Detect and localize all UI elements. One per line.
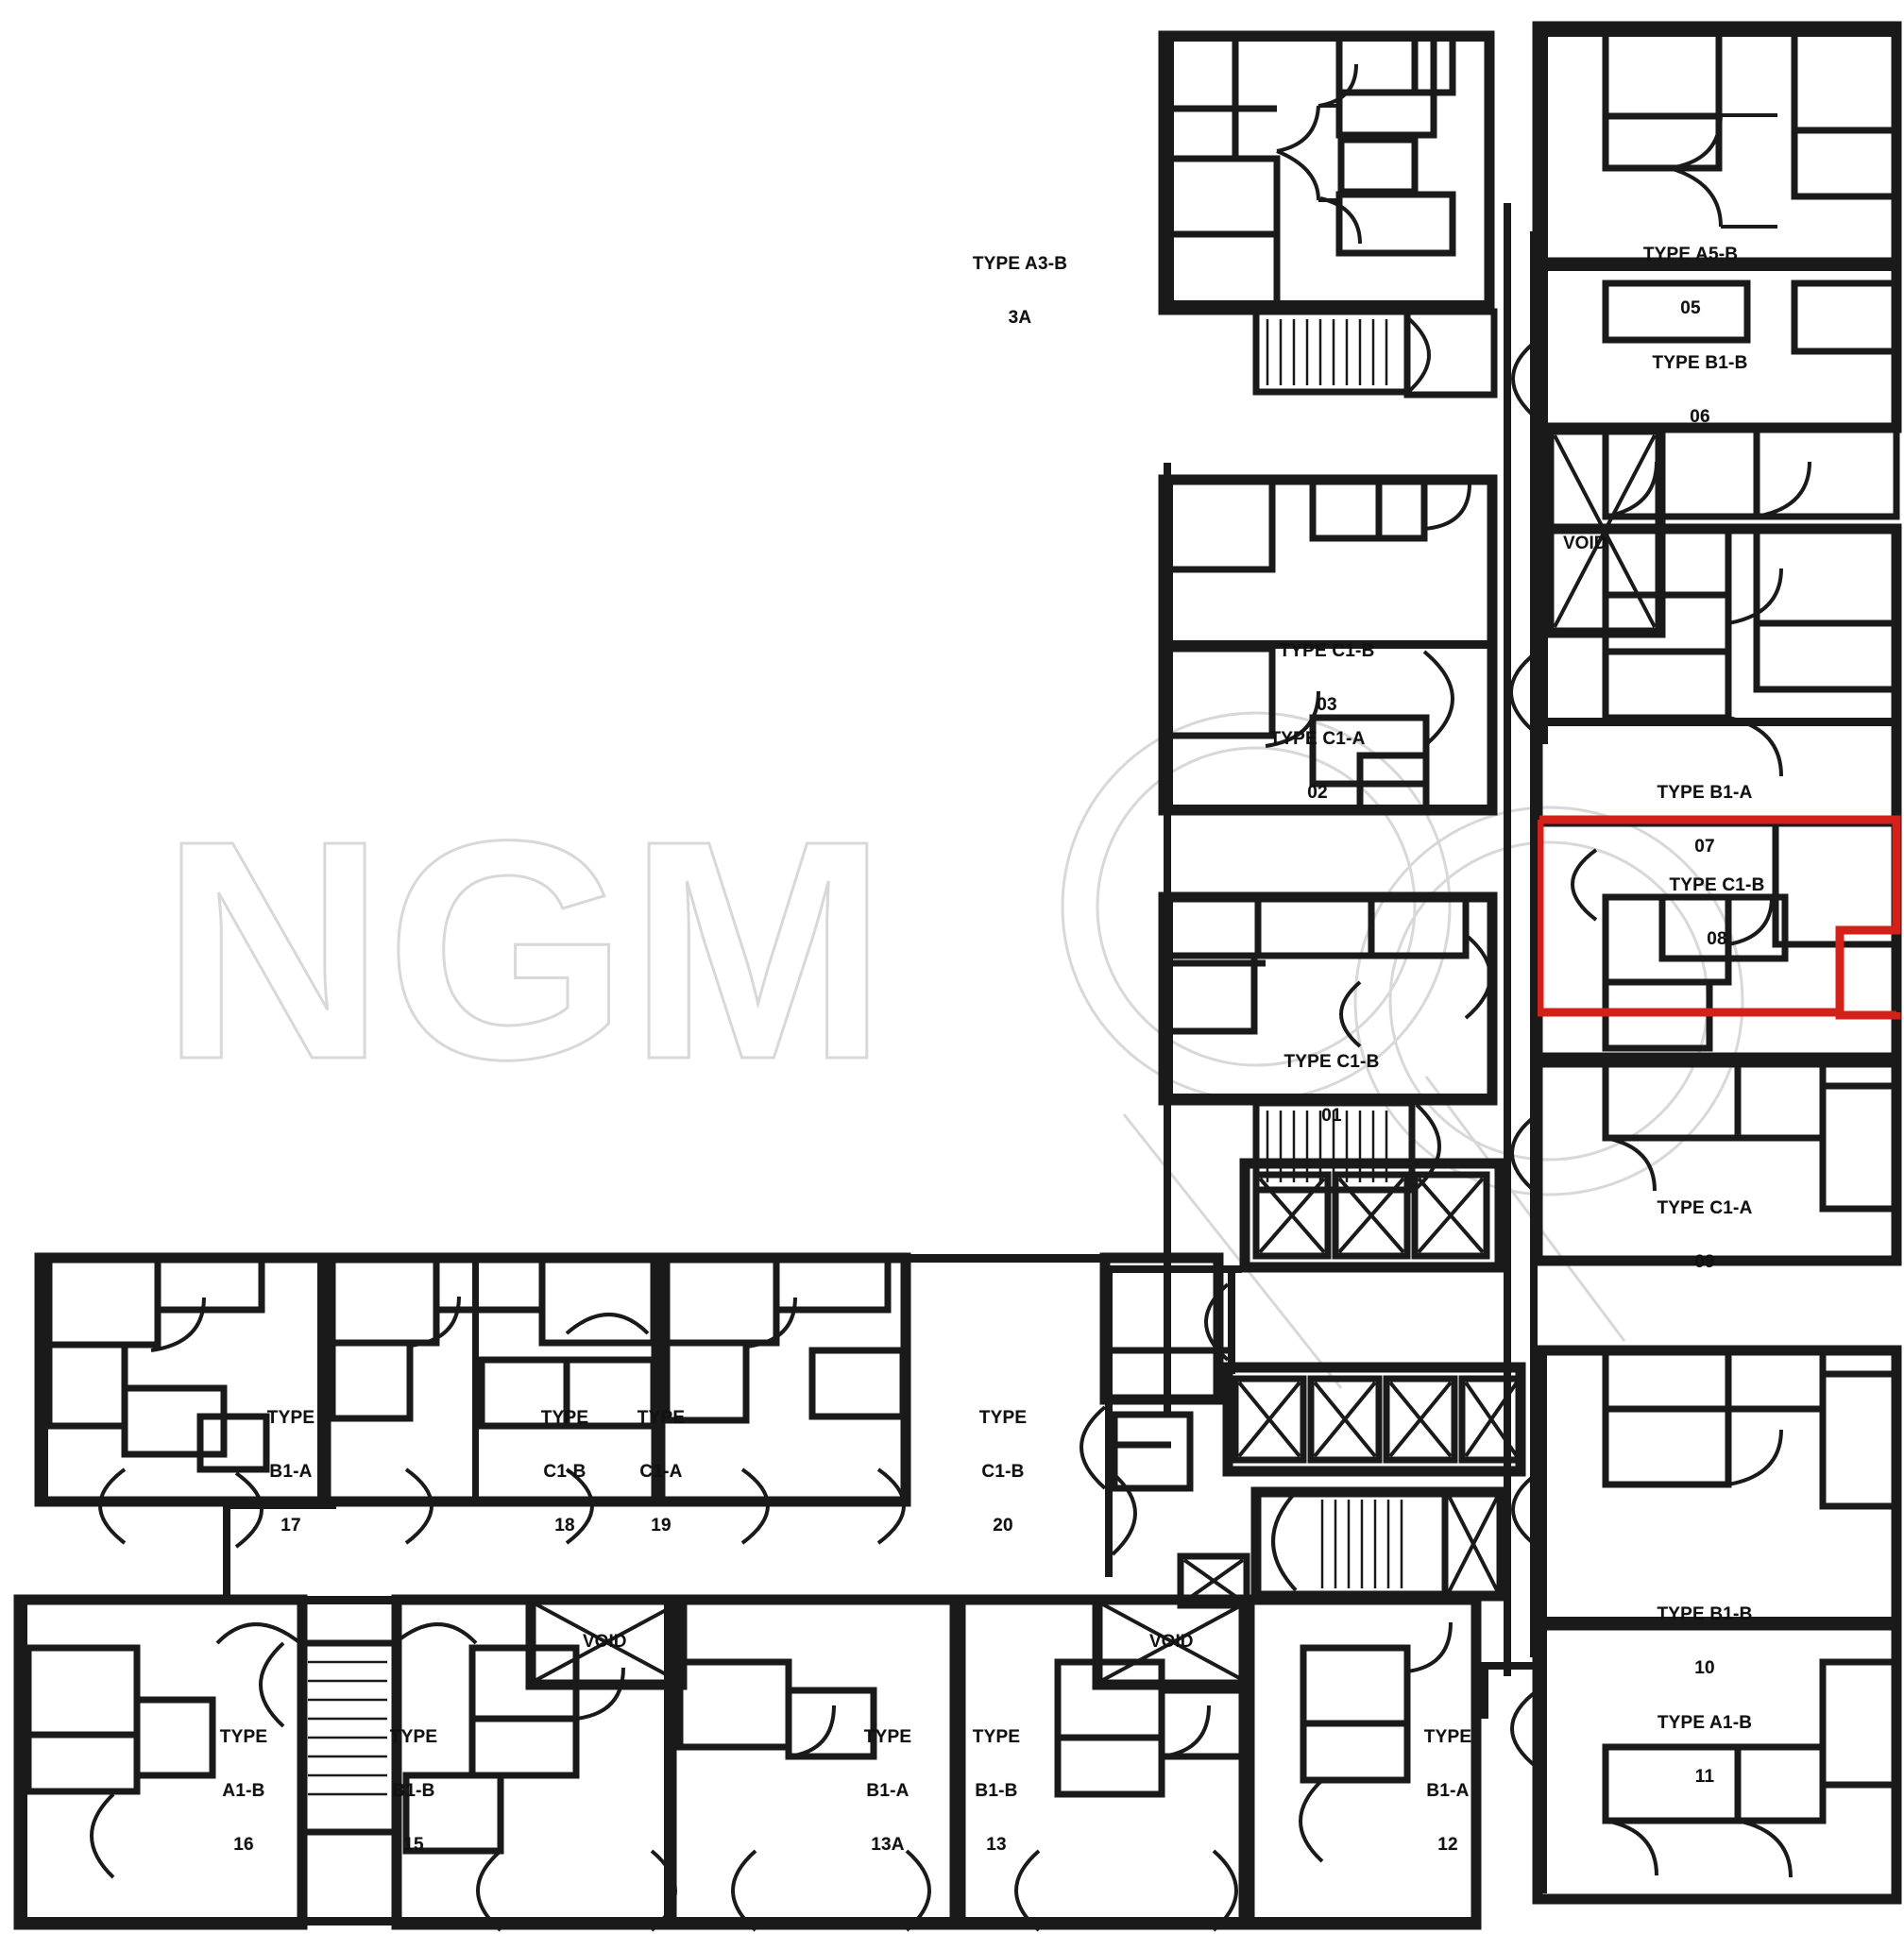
unit-label-15: TYPE B1-B 15 (389, 1726, 438, 1855)
service-core-lower (1177, 1486, 1507, 1609)
unit-label-11: TYPE A1-B 11 (1657, 1712, 1753, 1787)
unit-label-19: TYPE C1-A 19 (637, 1407, 686, 1535)
unit-block-3A (1158, 30, 1498, 399)
connector-left (223, 1501, 336, 1600)
row-bottom (13, 1594, 1482, 1932)
highlight-outline (1535, 815, 1901, 1020)
lift-core-upper (1239, 1158, 1505, 1273)
corridor-spine (1164, 203, 1538, 1676)
unit-label-03: TYPE C1-B 03 (1279, 640, 1375, 715)
unit-label-3A: TYPE A3-B 3A (972, 253, 1068, 328)
row-17-20 (34, 1252, 1224, 1549)
unit-label-01: TYPE C1-B 01 (1284, 1051, 1380, 1126)
unit-label-18: TYPE C1-B 18 (540, 1407, 589, 1535)
unit-block-10-11 (1510, 1345, 1902, 1905)
unit-label-12: TYPE B1-A 12 (1423, 1726, 1472, 1855)
connector-right (1481, 1662, 1539, 1719)
unit-label-08: TYPE C1-B 08 (1669, 874, 1765, 949)
void-label-bottom-left: VOID (583, 1632, 627, 1652)
unit-label-13: TYPE B1-B 13 (972, 1726, 1021, 1855)
unit-label-09: TYPE C1-A 09 (1657, 1197, 1753, 1272)
unit-label-10: TYPE B1-B 10 (1657, 1603, 1753, 1678)
unit-block-05-06 (1511, 21, 1902, 744)
unit-label-13A: TYPE B1-A 13A (863, 1726, 912, 1855)
lift-core-lower (1222, 1362, 1526, 1477)
void-label-bottom-mid: VOID (1149, 1632, 1194, 1652)
unit-label-06: TYPE B1-B 06 (1652, 352, 1748, 427)
unit-label-07: TYPE B1-A 07 (1657, 782, 1753, 857)
void-label-upper-right: VOID (1563, 534, 1607, 553)
unit-label-16: TYPE A1-B 16 (219, 1726, 268, 1855)
unit-label-02: TYPE C1-A 02 (1269, 728, 1366, 803)
unit-label-17: TYPE B1-A 17 (266, 1407, 315, 1535)
unit-label-05: TYPE A5-B 05 (1642, 244, 1739, 318)
unit-label-20: TYPE C1-B 20 (978, 1407, 1028, 1535)
